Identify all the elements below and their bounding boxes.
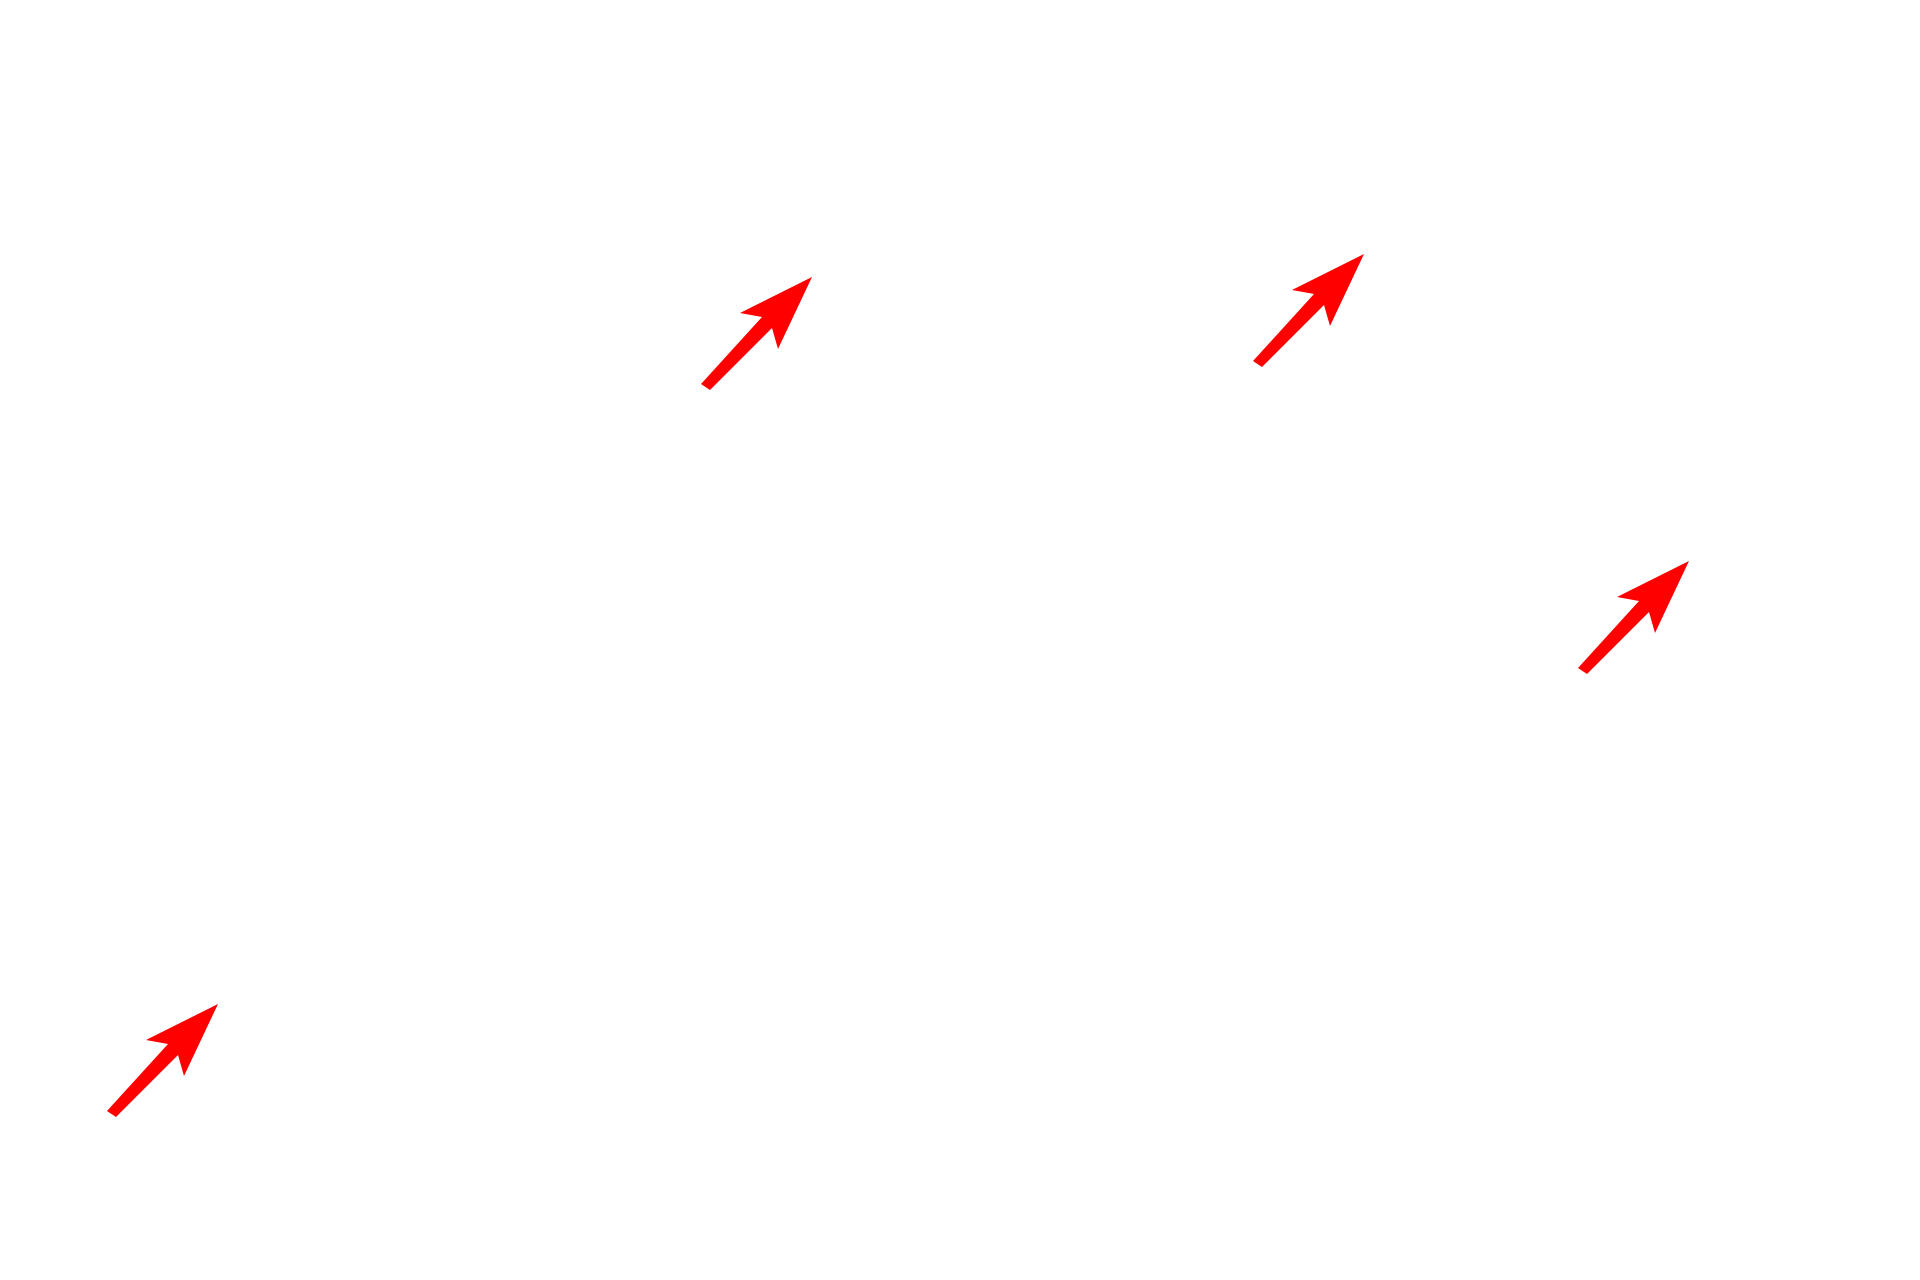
arrow-icon-1 (701, 277, 812, 390)
arrow-icon-4 (107, 1004, 218, 1117)
arrow-icon-2 (1253, 254, 1364, 367)
arrow-icon-3 (1578, 561, 1689, 674)
